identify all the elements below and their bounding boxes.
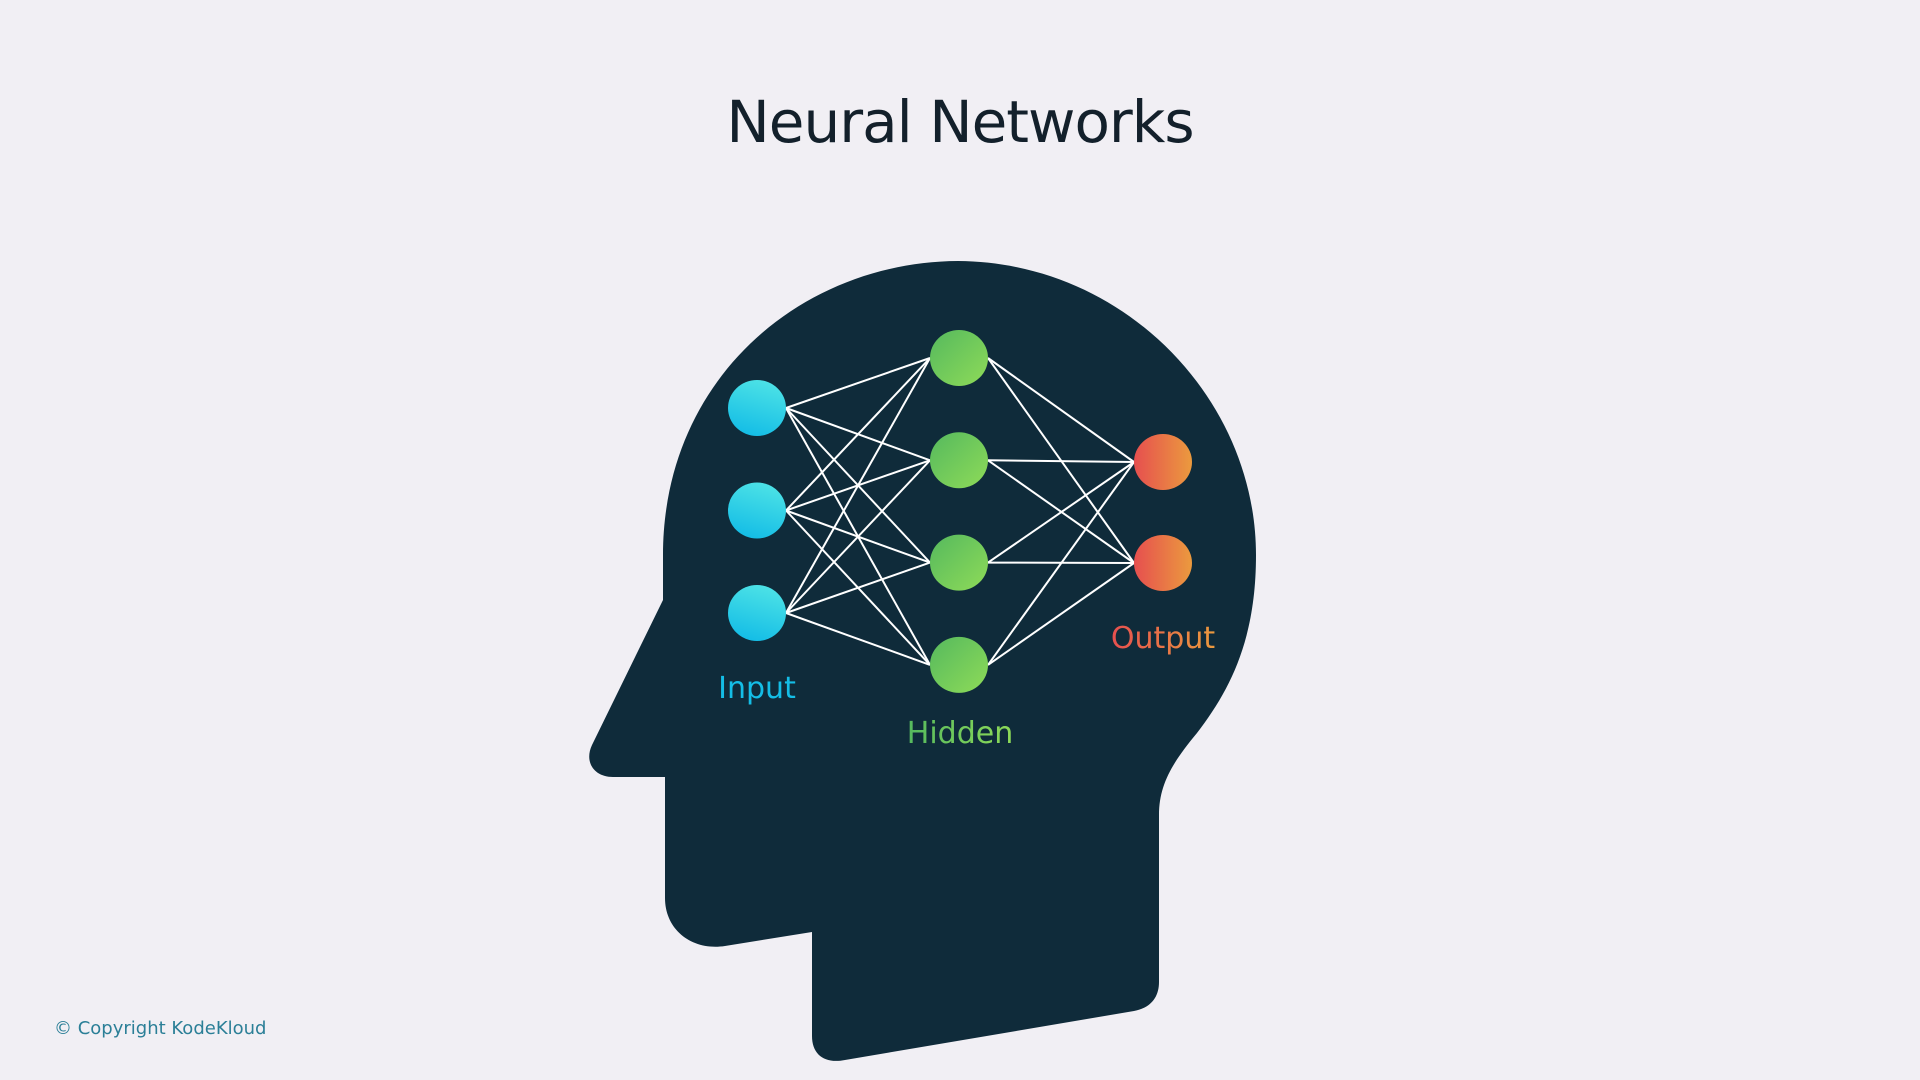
connection-input-3-to-hidden-3	[785, 561, 931, 614]
copyright-notice: © Copyright KodeKloud	[54, 1018, 267, 1039]
connection-hidden-2-to-output-1	[987, 459, 1135, 463]
connection-input-1-to-hidden-1	[785, 357, 931, 409]
output-layer-label: Output	[1111, 621, 1215, 656]
connection-hidden-3-to-output-1	[987, 461, 1135, 564]
nodes	[728, 330, 1192, 693]
output-node-2	[1134, 535, 1192, 591]
connection-hidden-4-to-output-2	[987, 562, 1135, 666]
connections	[785, 357, 1135, 666]
hidden-layer-label: Hidden	[907, 716, 1013, 751]
hidden-node-4	[930, 636, 988, 693]
hidden-node-3	[930, 534, 988, 591]
connection-input-2-to-hidden-1	[785, 357, 931, 512]
input-node-2	[728, 482, 786, 539]
input-node-3	[728, 585, 786, 641]
connection-hidden-1-to-output-1	[987, 357, 1135, 463]
slide-title: Neural Networks	[726, 88, 1194, 156]
hidden-node-2	[930, 432, 988, 489]
input-layer-label: Input	[718, 671, 796, 706]
connection-input-3-to-hidden-1	[785, 357, 931, 614]
input-node-1	[728, 380, 786, 436]
head-silhouette	[589, 261, 1256, 1061]
connection-hidden-4-to-output-1	[987, 461, 1135, 666]
connection-input-3-to-hidden-2	[785, 459, 931, 614]
hidden-node-1	[930, 330, 988, 386]
connection-input-3-to-hidden-4	[785, 612, 931, 666]
output-node-1	[1134, 434, 1192, 490]
